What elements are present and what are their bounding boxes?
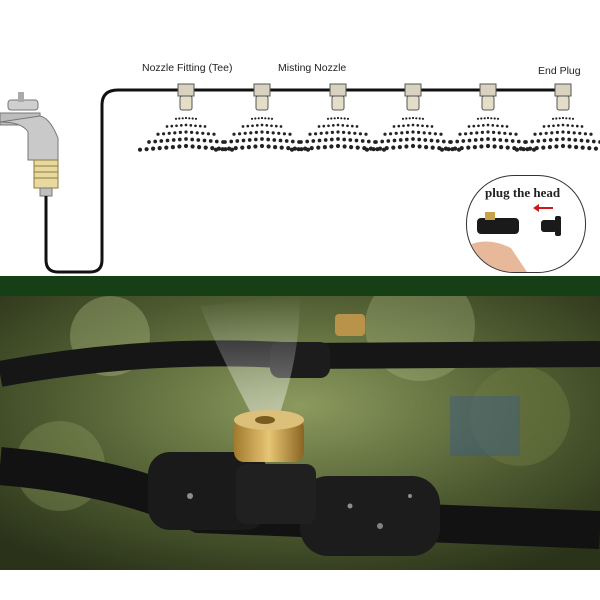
nozzle-icon xyxy=(404,83,422,111)
misting-system-diagram: Nozzle Fitting (Tee) Misting Nozzle End … xyxy=(0,30,600,280)
arrow-left-icon xyxy=(533,204,553,212)
section-divider xyxy=(0,276,600,296)
nozzle-icon xyxy=(253,83,271,111)
mist-spray-icon xyxy=(514,116,600,152)
faucet-icon xyxy=(0,92,59,197)
end-plug-label: End Plug xyxy=(538,65,581,77)
nozzle-icon xyxy=(329,83,347,111)
diagram-artwork xyxy=(0,83,600,274)
misting-nozzle-label: Misting Nozzle xyxy=(278,62,347,74)
plug-the-head-inset: plug the head xyxy=(466,175,586,273)
mist-spray-icon xyxy=(364,116,462,152)
mist-spray-icon xyxy=(289,116,387,152)
mist-spray-icon xyxy=(213,116,311,152)
mist-spray-icon xyxy=(439,116,537,152)
nozzle-icon xyxy=(479,83,497,111)
nozzle-fitting-label: Nozzle Fitting (Tee) xyxy=(142,62,233,74)
mist-spray-icon xyxy=(137,116,235,152)
inset-title: plug the head xyxy=(485,185,561,200)
end-plug-icon xyxy=(467,204,561,272)
photo-artwork xyxy=(0,296,600,570)
nozzle-photo xyxy=(0,296,600,570)
hose-icon xyxy=(44,88,570,274)
end-plug-nozzle-icon xyxy=(554,83,572,111)
nozzle-icon xyxy=(177,83,195,111)
